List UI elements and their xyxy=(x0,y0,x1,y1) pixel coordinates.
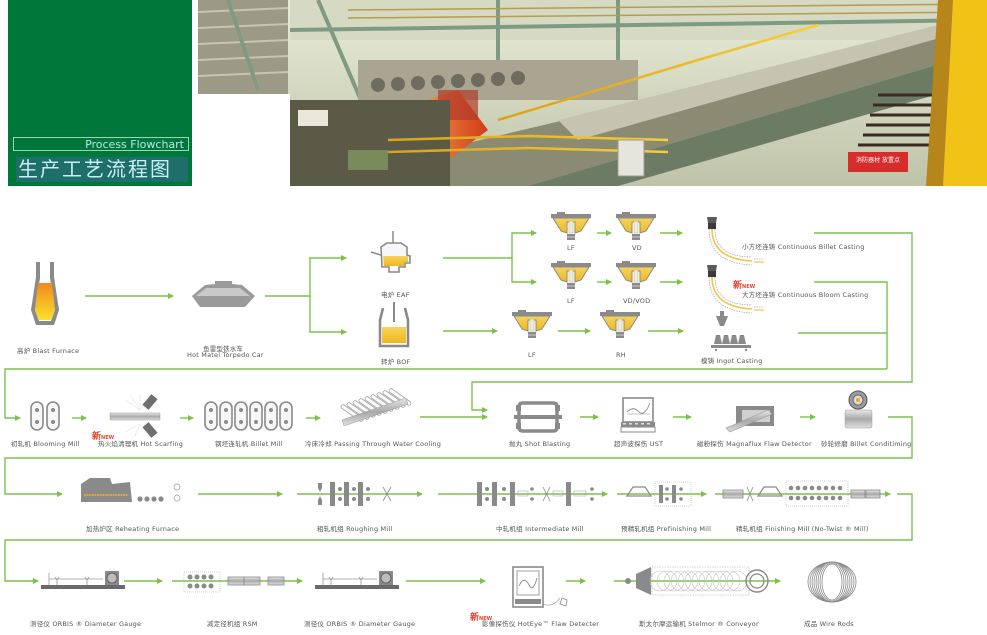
hoteye-detector-icon xyxy=(512,566,568,608)
label-bloom-casting: 大方坯连铸 Continuous Bloom Casting xyxy=(742,291,869,299)
ust-monitor-icon xyxy=(620,397,656,433)
label-magnaflux: 磁粉探伤 Magnaflux Flaw Detector xyxy=(697,440,812,448)
label-reheating-furnace: 加热炉区 Reheating Furnace xyxy=(86,525,180,533)
new-badge-en: NEW xyxy=(742,284,756,290)
label-ust: 超声波探伤 UST xyxy=(614,440,664,448)
label-bof: 转炉 BOF xyxy=(381,358,411,366)
torpedo-car-icon xyxy=(192,281,255,307)
blooming-mill-icon xyxy=(30,401,60,431)
label-blooming-mill: 初轧机 Blooming Mill xyxy=(11,440,80,448)
steel-mill-photo: 消防器材 放置点 xyxy=(198,0,987,186)
cooling-bed-icon xyxy=(340,388,412,427)
intermediate-mill-icon xyxy=(477,482,594,506)
label-billet-conditioning: 砂轮修磨 Billet Conditiming xyxy=(821,440,912,448)
arrow-torpedo-to-eaf xyxy=(265,255,347,297)
label-lf-1: LF xyxy=(567,244,575,252)
new-badge-en: NEW xyxy=(101,435,115,441)
label-vd: VD xyxy=(632,244,642,252)
arrow-eaf-to-lf1 xyxy=(443,230,537,259)
stelmor-conveyor-icon xyxy=(625,566,769,596)
lf-ladle-icon-3 xyxy=(511,309,553,339)
roughing-mill-icon xyxy=(318,482,392,506)
lf-ladle-icon-2 xyxy=(550,260,592,290)
shot-blasting-icon xyxy=(514,401,562,433)
label-prefinishing-mill: 预精轧机组 Prefinishing Mill xyxy=(621,525,712,533)
label-intermediate-mill: 中轧机组 Intermediate Mill xyxy=(496,525,584,533)
reheating-furnace-icon xyxy=(81,478,181,502)
vdvod-ladle-icon xyxy=(615,260,657,290)
label-hoteye: 影像探伤仪 HotEye™ Flaw Detecter xyxy=(482,620,600,628)
label-stelmor: 斯太尔摩运输机 Stelmor ® Conveyor xyxy=(639,620,759,628)
diameter-gauge-icon-1 xyxy=(40,570,126,590)
new-badge-cn: 新 xyxy=(92,432,102,442)
label-lf-3: LF xyxy=(528,351,536,359)
title-english: Process Flowchart xyxy=(85,138,184,151)
billet-conditioning-icon xyxy=(844,390,873,429)
label-vd-vod: VD/VOD xyxy=(623,297,651,305)
label-hot-scarfing: 热火焰清理机 Hot Scarfing xyxy=(98,440,184,448)
connector-bloom-down xyxy=(814,281,888,369)
label-billet-mill: 钢坯连轧机 Billet Mill xyxy=(215,440,283,448)
ingot-casting-icon xyxy=(711,311,751,352)
label-wire-rods: 成品 Wire Rods xyxy=(804,620,854,628)
rh-ladle-icon xyxy=(599,309,641,339)
label-shot-blasting: 抛丸 Shot Blasting xyxy=(509,440,571,448)
label-rsm: 减定径机组 RSM xyxy=(207,620,258,628)
label-roughing-mill: 粗轧机组 Roughing Mill xyxy=(317,525,393,533)
title-panel xyxy=(8,0,192,186)
connector-row2-to-row3 xyxy=(4,493,913,584)
rsm-icon xyxy=(183,571,285,593)
new-badge-bloom-casting: 新NEW xyxy=(733,278,755,291)
label-diameter-gauge-2: 测径仪 ORBIS ® Diameter Gauge xyxy=(304,620,416,628)
label-blast-furnace: 高炉 Blast Furnace xyxy=(17,347,80,355)
connector-billet-to-shot-blasting xyxy=(471,232,913,413)
label-torpedo-cn: 鱼雷型铁水车 xyxy=(203,345,244,353)
diameter-gauge-icon-2 xyxy=(314,570,400,590)
label-lf-2: LF xyxy=(567,297,575,305)
connector-to-blooming-mill xyxy=(4,368,887,421)
label-ingot-casting: 模铸 Ingot Casting xyxy=(701,357,763,365)
eaf-icon xyxy=(370,231,411,273)
bof-icon xyxy=(378,302,410,348)
vd-ladle-icon xyxy=(615,211,657,241)
title-cn-box: 生产工艺流程图 xyxy=(16,157,188,182)
arrow-eaf-to-lf2 xyxy=(511,258,537,285)
title-chinese: 生产工艺流程图 xyxy=(18,157,172,181)
photo-sign-text: 消防器材 放置点 xyxy=(856,156,900,164)
new-badge-en: NEW xyxy=(479,616,493,622)
title-en-box: Process Flowchart xyxy=(13,137,189,151)
blast-furnace-icon xyxy=(31,262,59,325)
billet-mill-icon xyxy=(204,401,293,431)
new-badge-cn: 新 xyxy=(470,613,480,623)
label-diameter-gauge-1: 测径仪 ORBIS ® Diameter Gauge xyxy=(30,620,142,628)
hot-scarfing-icon xyxy=(109,394,161,438)
label-billet-casting: 小方坯连铸 Continuous Billet Casting xyxy=(742,243,865,251)
finishing-mill-icon xyxy=(722,480,881,507)
label-water-cooling: 冷床冷却 Passing Through Water Cooling xyxy=(305,440,442,448)
wire-rods-coil-icon xyxy=(807,561,857,603)
connector-row1-to-row2 xyxy=(4,416,913,497)
label-torpedo-en: Hot Matel Torpedo Car xyxy=(187,351,264,359)
photo-illustration: 消防器材 放置点 xyxy=(198,0,987,186)
new-badge-hoteye: 新NEW xyxy=(470,610,492,623)
new-badge-cn: 新 xyxy=(733,281,743,291)
label-eaf: 电炉 EAF xyxy=(381,291,410,299)
magnaflux-detector-icon xyxy=(725,406,774,433)
label-rh: RH xyxy=(616,351,626,359)
label-finishing-mill: 精轧机组 Finishing Mill (No-Twist ® Mill) xyxy=(736,525,869,533)
prefinishing-mill-icon xyxy=(625,481,692,507)
arrow-torpedo-to-bof xyxy=(309,296,347,335)
lf-ladle-icon-1 xyxy=(550,211,592,241)
new-badge-hot-scarfing: 新NEW xyxy=(92,429,114,442)
